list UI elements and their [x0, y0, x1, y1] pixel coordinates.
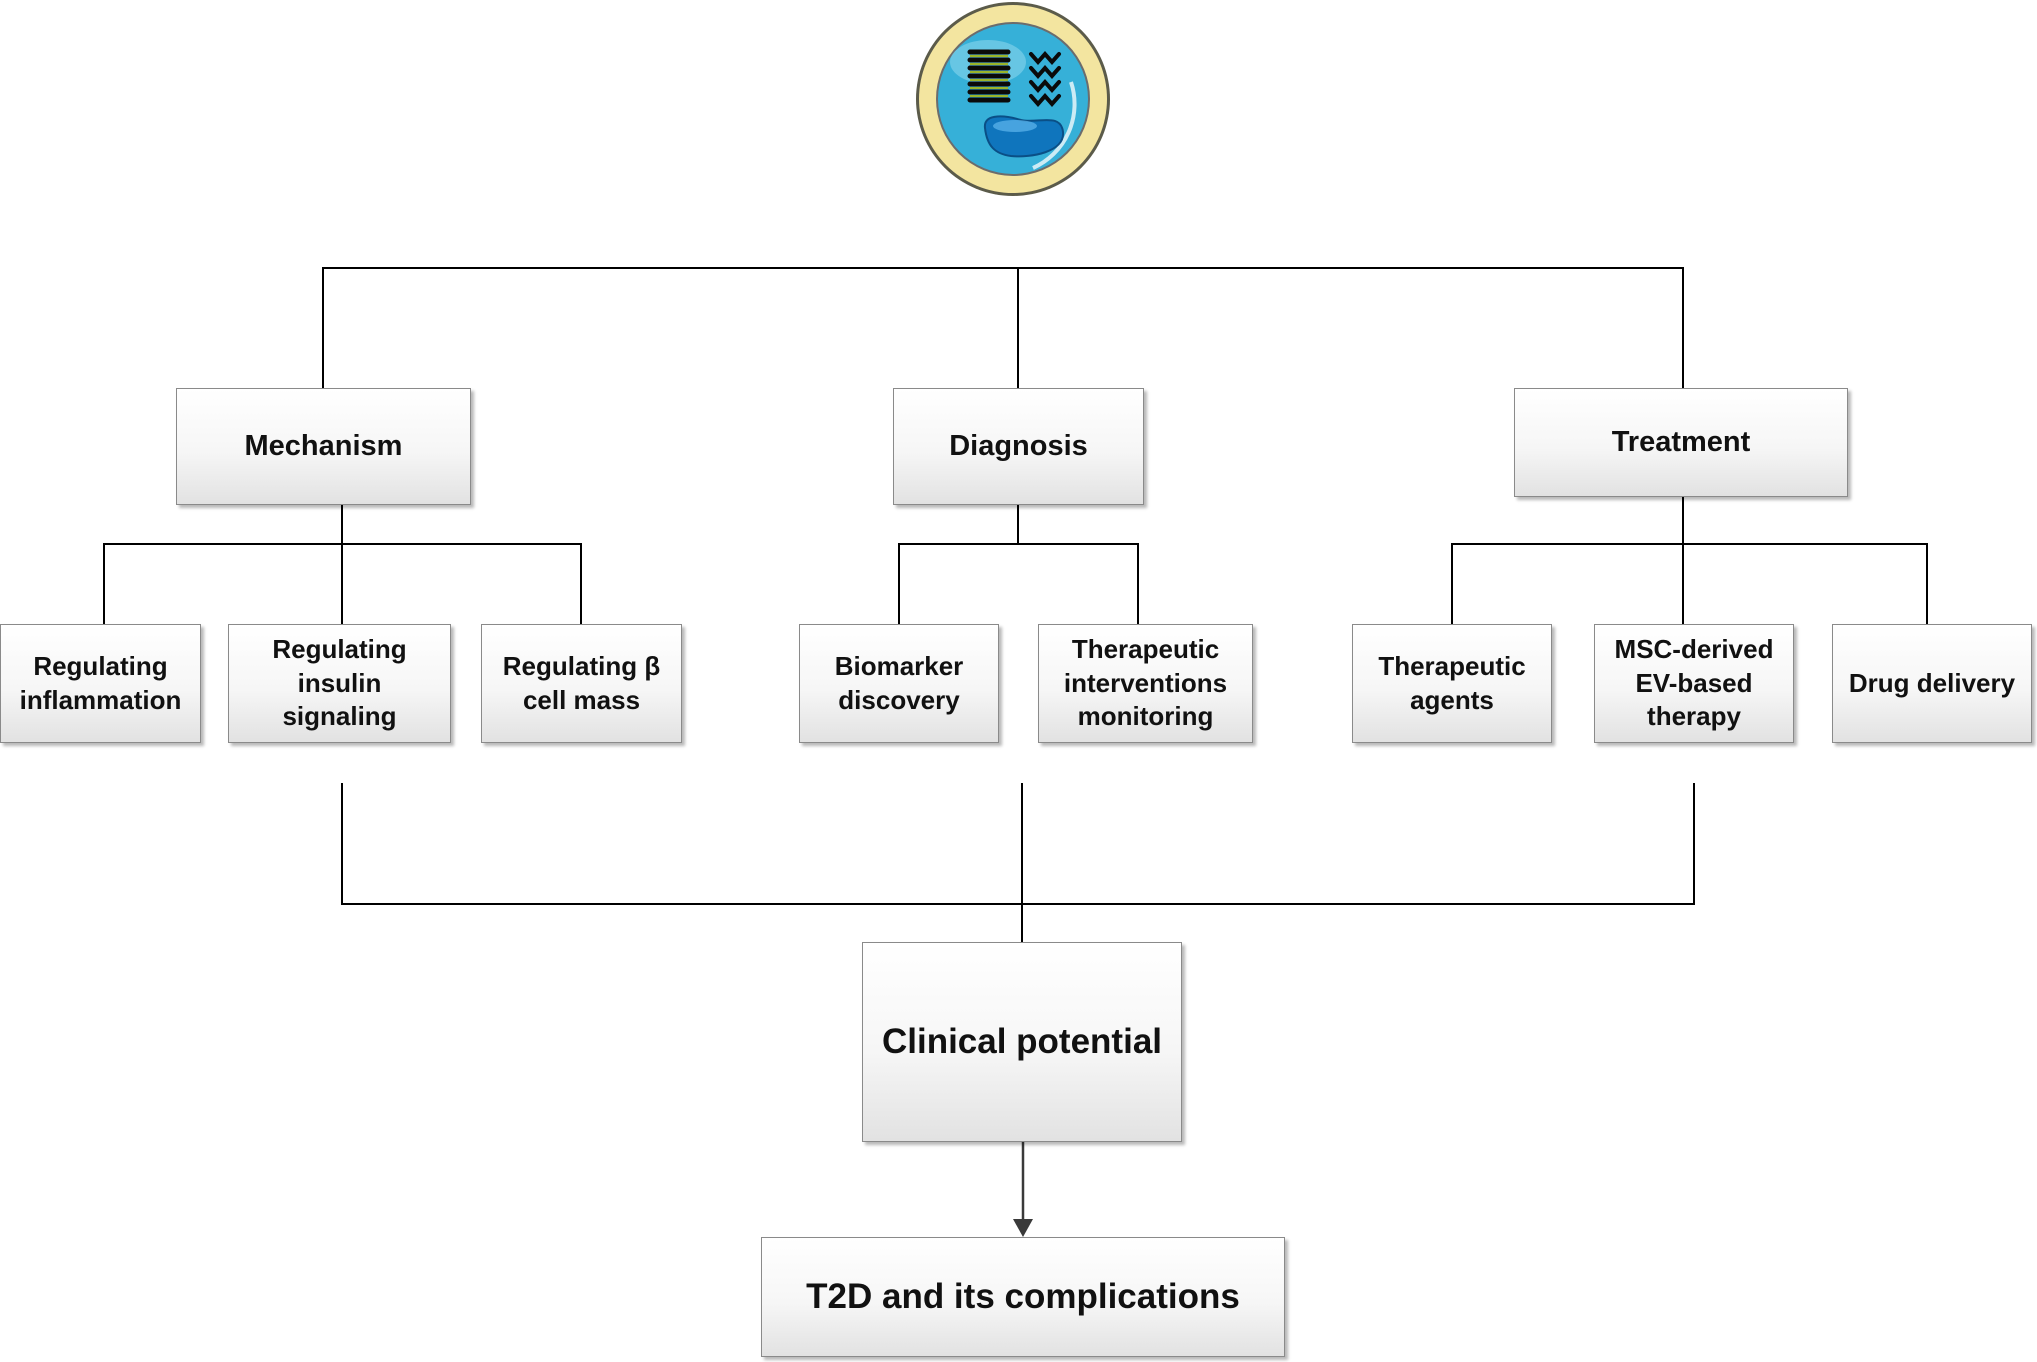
treatment-node: Treatment [1514, 388, 1848, 497]
therapeutic-agents-label: Therapeutic agents [1378, 650, 1526, 715]
diagnosis-node: Diagnosis [893, 388, 1144, 505]
arrow-head [1013, 1219, 1033, 1237]
regulating-insulin-signaling-label: Regulating insulin signaling [272, 633, 407, 732]
regulating-beta-cell-mass-node: Regulating β cell mass [481, 624, 682, 743]
drug-delivery-node: Drug delivery [1832, 624, 2032, 743]
top-bracket [322, 267, 1684, 388]
clinical-potential-label: Clinical potential [881, 1022, 1163, 1062]
biomarker-discovery-node: Biomarker discovery [799, 624, 999, 743]
msc-derived-ev-therapy-node: MSC-derived EV-based therapy [1594, 624, 1794, 743]
regulating-beta-cell-mass-label: Regulating β cell mass [502, 650, 661, 715]
t2d-complications-node: T2D and its complications [761, 1237, 1285, 1357]
regulating-inflammation-node: Regulating inflammation [0, 624, 201, 743]
therapeutic-interventions-monitoring-node: Therapeutic interventions monitoring [1038, 624, 1253, 743]
diagnosis-label: Diagnosis [949, 429, 1088, 462]
t2d-complications-label: T2D and its complications [806, 1277, 1240, 1317]
regulating-inflammation-label: Regulating inflammation [19, 650, 182, 715]
diagnosis-bracket [898, 505, 1139, 624]
drug-delivery-label: Drug delivery [1848, 667, 2016, 698]
therapeutic-agents-node: Therapeutic agents [1352, 624, 1552, 743]
regulating-insulin-signaling-node: Regulating insulin signaling [228, 624, 451, 743]
treatment-label: Treatment [1611, 425, 1751, 458]
therapeutic-interventions-monitoring-label: Therapeutic interventions monitoring [1063, 633, 1228, 732]
treatment-bracket [1451, 497, 1928, 624]
mechanism-label: Mechanism [244, 429, 403, 462]
mechanism-node: Mechanism [176, 388, 471, 505]
mechanism-bracket [103, 505, 582, 624]
msc-derived-ev-therapy-label: MSC-derived EV-based therapy [1614, 633, 1774, 732]
clinical-potential-node: Clinical potential [862, 942, 1182, 1142]
bottom-bracket [341, 783, 1695, 942]
biomarker-discovery-label: Biomarker discovery [834, 650, 964, 715]
extracellular-vesicle-icon [916, 2, 1110, 196]
